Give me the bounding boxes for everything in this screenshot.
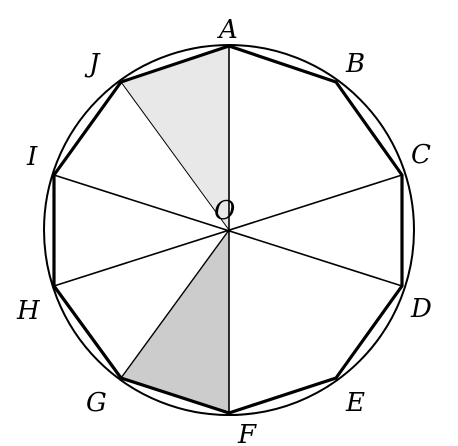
segment-OG [120, 229, 230, 379]
vertex-label-J: J [84, 49, 101, 79]
vertex-label-F: F [237, 420, 257, 446]
vertex-label-A: A [217, 15, 238, 45]
vertex-label-E: E [345, 388, 365, 418]
decagon-ABCDEFGHIJ [52, 44, 404, 415]
radius-OJ [120, 81, 230, 231]
center-label-O: O [214, 196, 235, 226]
vertex-label-D: D [410, 294, 432, 324]
vertex-label-C: C [411, 140, 431, 170]
shaded-triangle-OFG [121, 230, 229, 413]
vertex-label-H: H [16, 296, 41, 326]
vertex-label-I: I [26, 142, 38, 172]
vertex-label-B: B [345, 49, 365, 79]
vertex-label-G: G [86, 388, 107, 418]
shaded-triangle-OAJ [121, 46, 229, 230]
